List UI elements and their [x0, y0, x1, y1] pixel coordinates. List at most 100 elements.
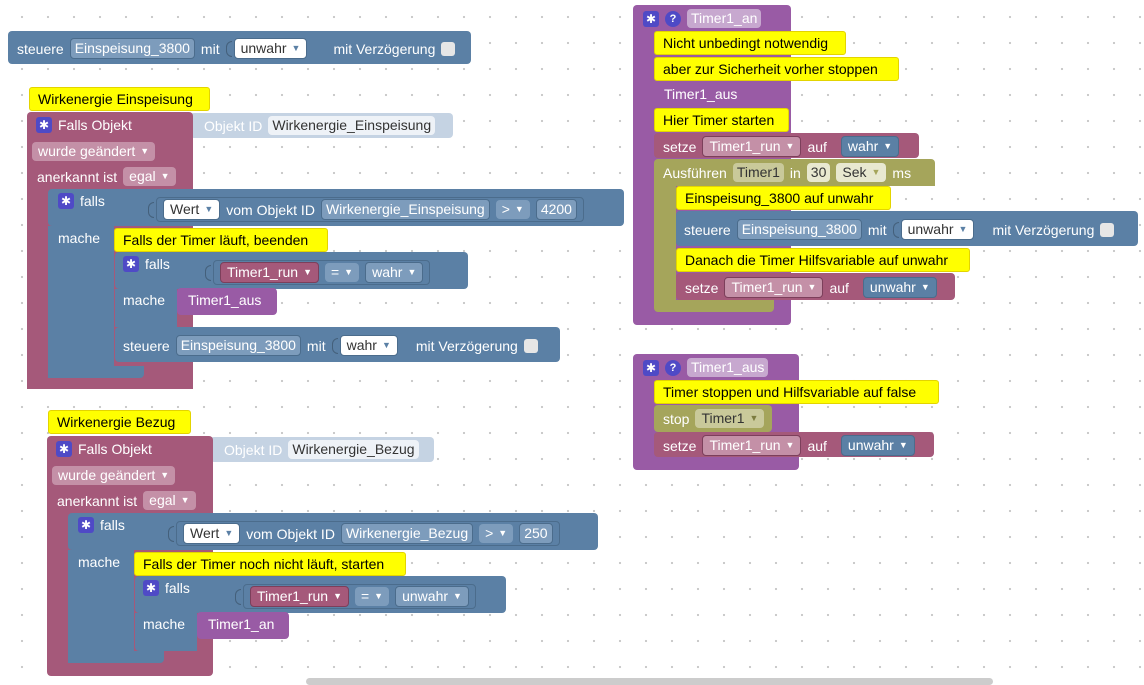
help-icon[interactable]: ? [665, 359, 681, 376]
steuere-block-an[interactable]: steuere Einspeisung_3800 mit unwahr▼ mit… [676, 211, 1138, 246]
in-label: in [789, 164, 801, 181]
chevron-down-icon: ▼ [224, 528, 234, 538]
var-dropdown[interactable]: Timer1_run▼ [702, 435, 802, 456]
chevron-down-icon: ▼ [514, 204, 524, 214]
wurde-dropdown[interactable]: wurde geändert▼ [52, 466, 176, 485]
chevron-down-icon: ▼ [958, 224, 968, 234]
timeout-number[interactable]: 30 [806, 163, 831, 182]
wurde-dropdown[interactable]: wurde geändert▼ [32, 142, 156, 161]
timer-dropdown[interactable]: Timer1▼ [695, 409, 765, 428]
gear-icon[interactable]: ✱ [143, 580, 159, 596]
chevron-down-icon: ▼ [291, 43, 301, 53]
comment-einspeisung-unwahr[interactable]: Einspeisung_3800 auf unwahr [676, 186, 891, 210]
cond-object-field[interactable]: Wirkenergie_Bezug [340, 523, 474, 544]
gear-icon[interactable]: ✱ [78, 517, 94, 533]
call-timer-an[interactable]: Timer1_an [197, 612, 289, 639]
inner-if-bezug[interactable]: ✱ falls Timer1_run▼ =▼ unwahr▼ [135, 576, 506, 613]
timer-name-field[interactable]: Timer1 [732, 163, 784, 182]
var-dropdown[interactable]: Timer1_run▼ [702, 136, 802, 157]
function-name-field[interactable]: Timer1_aus [687, 358, 769, 377]
compare-block[interactable]: Wert▼ vom Objekt ID Wirkenergie_Bezug >▼… [176, 521, 560, 546]
gear-icon[interactable]: ✱ [56, 441, 72, 457]
help-icon[interactable]: ? [665, 10, 681, 27]
eq-dropdown[interactable]: =▼ [324, 263, 360, 282]
delay-checkbox[interactable] [441, 41, 456, 56]
steuere-block-einspeisung[interactable]: steuere Einspeisung_3800 mit wahr▼ mit V… [115, 327, 560, 362]
setze-block-2[interactable]: setze Timer1_run▼ auf unwahr▼ [676, 273, 955, 300]
timer-var-dropdown[interactable]: Timer1_run▼ [250, 586, 349, 607]
inner-if-einspeisung[interactable]: ✱ falls Timer1_run▼ =▼ wahr▼ [115, 252, 468, 289]
steuere-target-field[interactable]: Einspeisung_3800 [736, 219, 862, 240]
gear-icon[interactable]: ✱ [643, 10, 659, 27]
setze-block-1[interactable]: setze Timer1_run▼ auf wahr▼ [654, 133, 919, 158]
timeout-block[interactable]: Ausführen Timer1 in 30 Sek▼ ms [654, 159, 935, 186]
vom-objekt-label: vom Objekt ID [226, 201, 315, 218]
objekt-id-block-bezug[interactable]: Objekt ID Wirkenergie_Bezug [210, 437, 434, 462]
horizontal-scrollbar[interactable] [306, 678, 993, 685]
comment-wirk-bezug[interactable]: Wirkenergie Bezug [48, 410, 191, 434]
comment-timer-starten[interactable]: Falls der Timer noch nicht läuft, starte… [134, 552, 406, 576]
gear-icon[interactable]: ✱ [123, 256, 139, 272]
comment-sicherheit[interactable]: aber zur Sicherheit vorher stoppen [654, 57, 899, 81]
anerkannt-dropdown[interactable]: egal▼ [143, 491, 196, 510]
chevron-down-icon: ▼ [785, 440, 795, 450]
comment-wirk-einspeisung[interactable]: Wirkenergie Einspeisung [29, 87, 210, 111]
if-footer-bezug [68, 651, 164, 663]
equal-compare-block[interactable]: Timer1_run▼ =▼ wahr▼ [213, 260, 431, 285]
bool-dropdown[interactable]: wahr▼ [365, 262, 424, 283]
cond-socket [205, 264, 211, 281]
operator-dropdown[interactable]: >▼ [479, 524, 514, 543]
function-name-field[interactable]: Timer1_an [687, 9, 762, 28]
comment-timer-stoppen[interactable]: Timer stoppen und Hilfsvariable auf fals… [654, 380, 939, 404]
if-block-bezug[interactable]: ✱ falls Wert▼ vom Objekt ID Wirkenergie_… [68, 513, 598, 550]
mit-label: mit [200, 40, 220, 57]
value-dropdown[interactable]: unwahr▼ [840, 435, 915, 456]
value-dropdown[interactable]: unwahr▼ [862, 277, 937, 298]
call-timer1-aus[interactable]: Timer1_aus [654, 82, 751, 109]
comment-nicht-notwendig[interactable]: Nicht unbedingt notwendig [654, 31, 846, 55]
comment-hilfsvariable[interactable]: Danach die Timer Hilfsvariable auf unwah… [676, 248, 970, 272]
stop-block[interactable]: stop Timer1▼ [654, 405, 772, 432]
comment-timer-beenden[interactable]: Falls der Timer läuft, beenden [114, 228, 328, 252]
delay-checkbox[interactable] [1100, 222, 1115, 237]
vom-objekt-label: vom Objekt ID [246, 525, 335, 542]
if-footer-einspeisung [48, 366, 144, 378]
if-block-einspeisung[interactable]: ✱ falls Wert▼ vom Objekt ID Wirkenergie_… [48, 189, 624, 226]
eq-dropdown[interactable]: =▼ [354, 587, 390, 606]
var-dropdown[interactable]: Timer1_run▼ [724, 277, 824, 298]
unit-dropdown[interactable]: Sek▼ [836, 163, 887, 182]
steuere-target-field[interactable]: Einspeisung_3800 [69, 38, 195, 59]
chevron-down-icon: ▼ [140, 146, 150, 156]
setze-block-aus[interactable]: setze Timer1_run▼ auf unwahr▼ [654, 432, 934, 457]
value-dropdown[interactable]: wahr▼ [840, 136, 900, 157]
operator-dropdown[interactable]: >▼ [495, 200, 530, 219]
gear-icon[interactable]: ✱ [58, 193, 74, 209]
wert-dropdown[interactable]: Wert▼ [183, 523, 241, 544]
chevron-down-icon: ▼ [453, 591, 462, 601]
value-dropdown[interactable]: wahr▼ [339, 335, 398, 356]
value-dropdown[interactable]: unwahr▼ [900, 219, 975, 240]
gear-icon[interactable]: ✱ [36, 117, 52, 133]
threshold-number[interactable]: 4200 [535, 199, 577, 220]
call-timer-aus[interactable]: Timer1_aus [177, 288, 277, 315]
bool-dropdown[interactable]: unwahr▼ [395, 586, 469, 607]
delay-checkbox[interactable] [523, 338, 538, 353]
anerkannt-dropdown[interactable]: egal▼ [123, 167, 176, 186]
timer-var-dropdown[interactable]: Timer1_run▼ [220, 262, 319, 283]
call-label: Timer1_an [208, 616, 275, 632]
objekt-id-field[interactable]: Wirkenergie_Bezug [288, 440, 419, 459]
steuere-target-field[interactable]: Einspeisung_3800 [175, 335, 301, 356]
cond-object-field[interactable]: Wirkenergie_Einspeisung [320, 199, 490, 220]
threshold-number[interactable]: 250 [519, 523, 553, 544]
chevron-down-icon: ▼ [871, 167, 881, 177]
objekt-id-field[interactable]: Wirkenergie_Einspeisung [268, 116, 436, 135]
objekt-id-block[interactable]: Objekt ID Wirkenergie_Einspeisung [190, 113, 453, 138]
equal-compare-block[interactable]: Timer1_run▼ =▼ unwahr▼ [243, 584, 476, 609]
top-steuere-block[interactable]: steuere Einspeisung_3800 mit unwahr▼ mit… [8, 31, 471, 64]
value-dropdown[interactable]: unwahr▼ [233, 38, 308, 59]
wert-dropdown[interactable]: Wert▼ [163, 199, 221, 220]
cond-socket [235, 588, 241, 605]
gear-icon[interactable]: ✱ [643, 359, 659, 376]
compare-block[interactable]: Wert▼ vom Objekt ID Wirkenergie_Einspeis… [156, 197, 584, 222]
comment-timer-starten-2[interactable]: Hier Timer starten [654, 108, 789, 132]
